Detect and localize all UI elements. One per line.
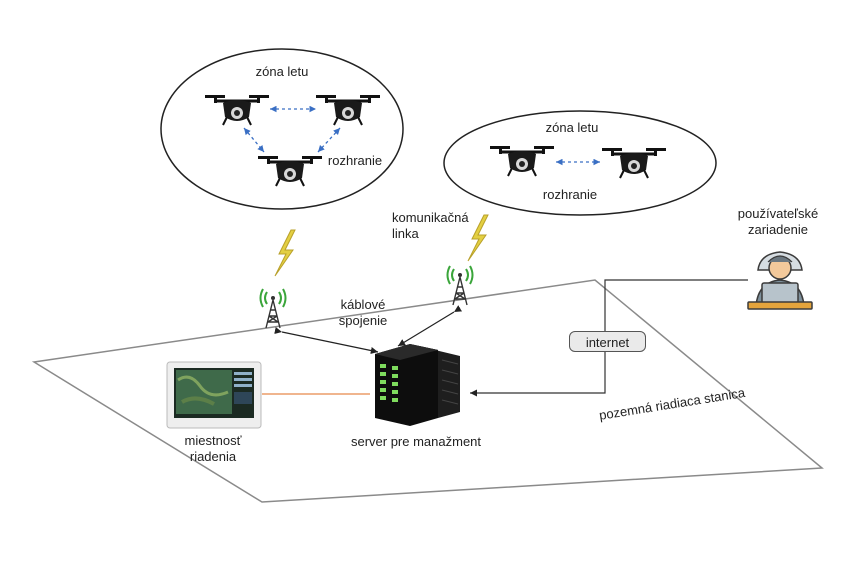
- control-room-label: miestnosť riadenia: [184, 433, 242, 464]
- drone-icon: [314, 93, 382, 127]
- user-devices-label: používateľské zariadenie: [737, 206, 819, 237]
- cable-link: [274, 327, 379, 355]
- interface-link-dashed: [317, 127, 341, 153]
- internet-box: internet: [569, 331, 646, 352]
- interface-link-dashed: [243, 127, 265, 153]
- drone-icon: [488, 144, 556, 178]
- flight-zone-2-interface-label: rozhranie: [542, 187, 598, 202]
- user-with-laptop-icon: [747, 251, 813, 310]
- flight-zone-1-interface-label: rozhranie: [327, 153, 383, 168]
- server-icon: [375, 344, 460, 426]
- communication-link-label: komunikačná linka: [392, 210, 469, 241]
- lightning-icon: [467, 214, 489, 262]
- flight-zone-1-ellipse: [160, 48, 404, 210]
- cable-connection-label: káblové spojenie: [338, 297, 388, 328]
- monitor-icon: [166, 361, 262, 429]
- drone-icon: [203, 93, 271, 127]
- flight-zone-1-title: zóna letu: [255, 64, 309, 79]
- flight-zone-2-title: zóna letu: [545, 120, 599, 135]
- management-server-label: server pre manažment: [350, 434, 482, 449]
- drone-icon: [600, 146, 668, 180]
- flight-zone-2-ellipse: [443, 110, 717, 216]
- antenna-tower-icon: [259, 288, 287, 329]
- cable-link: [397, 305, 463, 347]
- drone-icon: [256, 154, 324, 188]
- lightning-icon: [274, 229, 296, 277]
